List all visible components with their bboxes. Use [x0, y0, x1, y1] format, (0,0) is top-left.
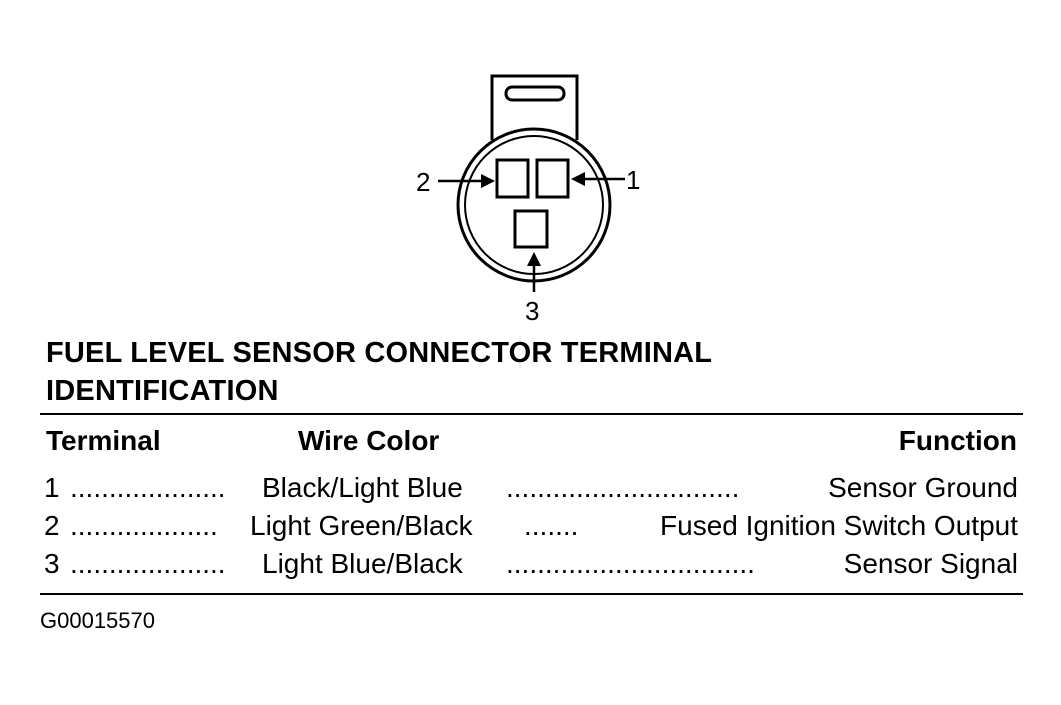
- terminal-1-cavity: [535, 158, 570, 199]
- table-row: 2 ................... Light Green/Black …: [44, 510, 1018, 548]
- pin-3-arrow: [527, 252, 541, 292]
- connector-diagram: 1 2 3: [416, 74, 640, 326]
- row-terminal: 3: [44, 548, 60, 579]
- pin-label-2: 2: [416, 167, 430, 197]
- lock-tab-slot: [504, 85, 566, 102]
- figure-code: G00015570: [40, 608, 155, 633]
- row-dot-leader: ...................: [70, 510, 218, 541]
- row-dot-leader: ....................: [70, 548, 226, 579]
- header-function: Function: [898, 425, 1017, 456]
- row-function: Sensor Ground: [828, 472, 1018, 503]
- row-terminal: 1: [44, 472, 60, 503]
- row-function: Sensor Signal: [843, 548, 1018, 579]
- header-terminal: Terminal: [46, 425, 161, 456]
- row-dot-leader: ....................: [70, 472, 226, 503]
- table-top-rule: [40, 413, 1023, 415]
- row-dot-leader: ................................: [506, 548, 755, 579]
- pin-label-1: 1: [626, 165, 640, 195]
- row-wire-color: Light Green/Black: [250, 510, 473, 541]
- title-line-1: FUEL LEVEL SENSOR CONNECTOR TERMINAL: [46, 337, 713, 369]
- table-row: 1 .................... Black/Light Blue …: [44, 472, 1018, 510]
- row-dot-leader: ..............................: [506, 472, 740, 503]
- table-bottom-rule: [40, 593, 1023, 595]
- title-line-2: IDENTIFICATION: [46, 375, 279, 407]
- row-dot-leader: .......: [524, 510, 579, 541]
- terminal-2-cavity: [495, 158, 530, 199]
- table-row: 3 .................... Light Blue/Black …: [44, 548, 1018, 586]
- pin-label-3: 3: [525, 296, 539, 326]
- row-terminal: 2: [44, 510, 60, 541]
- row-wire-color: Black/Light Blue: [262, 472, 463, 503]
- pin-1-arrow: [571, 172, 625, 186]
- pin-2-arrow: [438, 174, 495, 188]
- row-function: Fused Ignition Switch Output: [660, 510, 1018, 541]
- header-wire-color: Wire Color: [298, 425, 440, 456]
- row-wire-color: Light Blue/Black: [262, 548, 463, 579]
- connector-lock-tab: [490, 74, 579, 140]
- diagram-title: FUEL LEVEL SENSOR CONNECTOR TERMINAL IDE…: [46, 334, 946, 410]
- terminal-3-cavity: [513, 209, 549, 249]
